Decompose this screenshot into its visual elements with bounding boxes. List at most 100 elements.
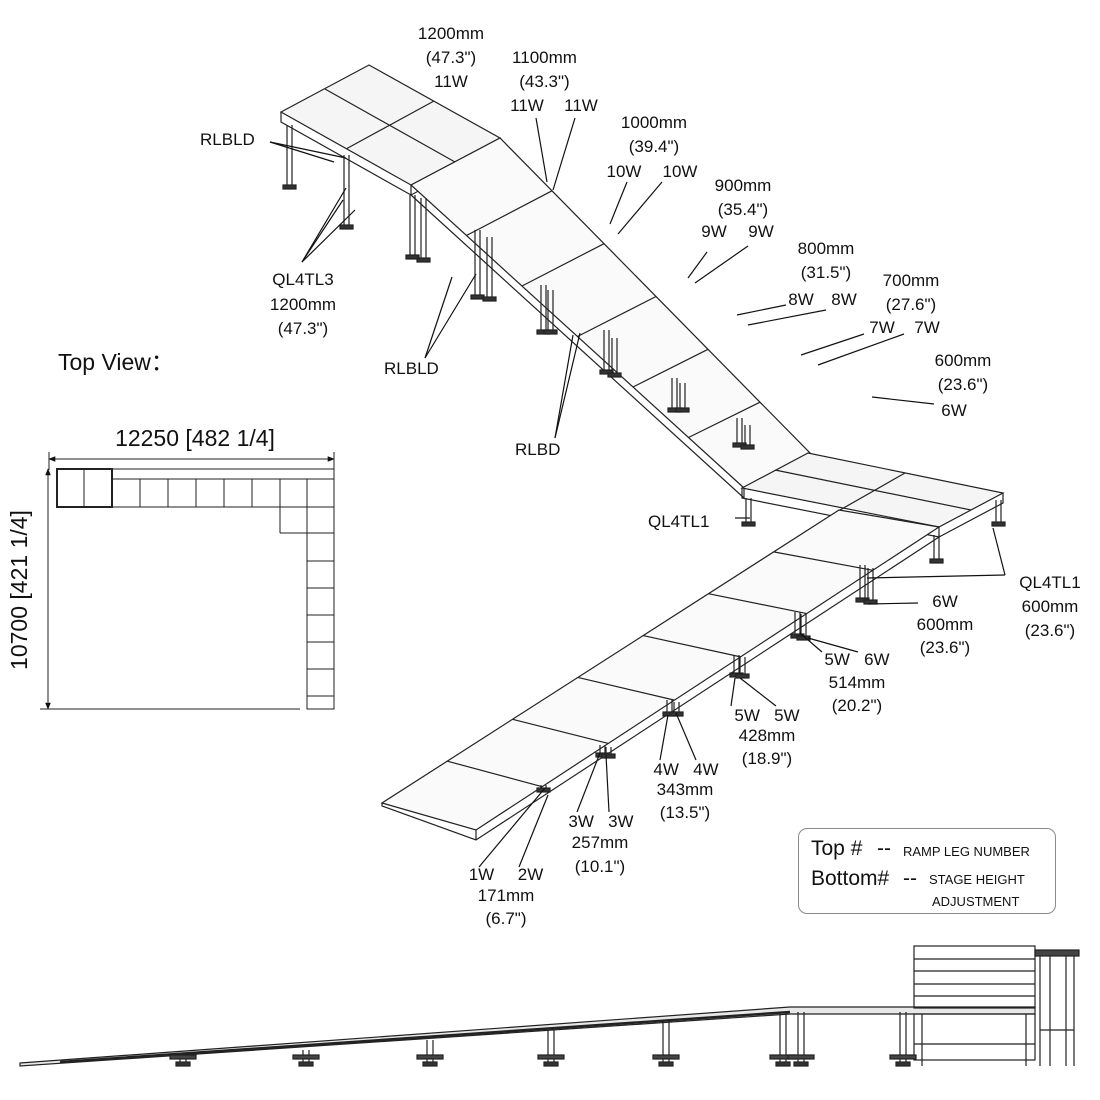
ql4tl3-mm: 1200mm xyxy=(269,295,337,314)
lower-ramp-seam xyxy=(512,718,609,745)
ql4tl1-left-label: QL4TL1 xyxy=(648,512,710,531)
leader-line xyxy=(687,251,708,279)
support-leg xyxy=(543,290,558,335)
ramp-panel-seams xyxy=(447,190,873,788)
leader-line xyxy=(736,304,787,316)
rlbld-mid-label: RLBLD xyxy=(384,359,439,378)
support-leg xyxy=(601,747,616,759)
side-leg xyxy=(787,1012,815,1067)
leader-line xyxy=(535,117,548,183)
leader-line xyxy=(554,334,574,439)
upper-ramp-seam xyxy=(632,348,709,388)
rlbld-top-label: RLBLD xyxy=(200,130,255,149)
height-dimension-label: 10700 [421 1/4] xyxy=(6,510,32,670)
side-leg xyxy=(889,1012,917,1067)
support-leg xyxy=(416,198,431,263)
ql4tl3-label: QL4TL3 xyxy=(272,270,334,289)
leader-line xyxy=(807,637,859,653)
top-view-title: Top View： xyxy=(58,349,174,375)
side-leg xyxy=(292,1050,320,1067)
leader-line xyxy=(799,632,823,653)
leader-line xyxy=(739,677,777,707)
leader-line xyxy=(424,273,477,359)
leader-line xyxy=(866,574,1006,579)
ql4tl1-right-in: (23.6") xyxy=(1024,621,1076,640)
legend-bottom-sep: -- xyxy=(903,867,917,890)
support-leg xyxy=(339,155,354,230)
width-dimension-label: 12250 [482 1/4] xyxy=(115,425,275,451)
leader-line xyxy=(478,787,546,868)
leader-line xyxy=(871,396,935,405)
side-view-legs xyxy=(169,1012,917,1067)
stage-leg-number: 11W xyxy=(434,72,468,91)
ql4tl1-right-mm: 600mm xyxy=(1021,597,1079,616)
support-leg xyxy=(740,425,755,450)
leader-line xyxy=(301,187,347,263)
leader-line xyxy=(518,794,549,868)
support-leg xyxy=(482,237,497,302)
leader-line xyxy=(609,181,628,225)
top-view-plan xyxy=(40,452,335,710)
side-leg xyxy=(537,1030,565,1067)
ql4tl3-in: (47.3") xyxy=(277,319,329,338)
legend-bottom-key: Bottom# xyxy=(811,867,890,890)
stage-height-mm: 1200mm xyxy=(417,24,485,43)
leader-line xyxy=(800,333,865,356)
side-leg xyxy=(416,1040,444,1067)
legend-top-desc: RAMP LEG NUMBER xyxy=(903,844,1030,859)
leader-line xyxy=(269,141,347,159)
lower-ramp-seam xyxy=(577,676,675,701)
upper-ramp-seam xyxy=(521,243,605,287)
side-view xyxy=(19,945,1080,1067)
leader-line xyxy=(576,752,601,813)
upper-ramp-seam xyxy=(688,401,761,439)
plan-right-column xyxy=(306,506,335,710)
lower-ramp-seam xyxy=(643,634,741,658)
leader-line xyxy=(675,712,697,761)
upper-ramp-seam xyxy=(577,295,657,338)
support-leg xyxy=(741,498,756,527)
leader-line xyxy=(747,309,827,326)
ql4tl1-right-label: QL4TL1 xyxy=(1019,573,1081,592)
leader-line xyxy=(730,677,736,707)
leader-line xyxy=(554,332,581,439)
side-upper-stage xyxy=(913,945,1080,1066)
ramp-support-legs xyxy=(282,125,1006,793)
support-leg xyxy=(991,500,1006,527)
plan-width-dimension xyxy=(48,452,335,470)
leader-lines xyxy=(269,117,1006,868)
support-leg xyxy=(675,383,690,413)
leader-line xyxy=(694,245,749,284)
lower-ramp-seam xyxy=(773,551,873,571)
leader-line xyxy=(552,117,576,191)
legend-box: Top # -- RAMP LEG NUMBER Bottom# -- STAG… xyxy=(798,828,1056,914)
leader-line xyxy=(617,181,663,235)
leader-line xyxy=(424,276,453,359)
legend-top-sep: -- xyxy=(877,837,891,860)
support-leg xyxy=(607,338,622,378)
plan-top-row xyxy=(56,468,335,534)
leader-line xyxy=(817,333,905,366)
upper-ramp-seam xyxy=(466,190,553,237)
side-leg xyxy=(652,1020,680,1067)
side-leg xyxy=(169,1054,197,1067)
support-leg xyxy=(735,657,750,679)
plan-height-dimension xyxy=(40,468,300,710)
leader-line xyxy=(269,141,335,163)
lower-ramp-panels xyxy=(380,509,941,841)
rlbd-label: RLBD xyxy=(515,440,561,459)
support-leg xyxy=(599,330,614,375)
leader-line xyxy=(867,602,919,605)
support-leg xyxy=(405,195,420,260)
leader-line xyxy=(992,527,1006,576)
side-leg xyxy=(769,1012,797,1067)
isometric-assembly xyxy=(279,64,1006,841)
legend-bottom-desc-1: STAGE HEIGHT xyxy=(929,872,1025,887)
legend-top-key: Top # xyxy=(811,837,863,860)
legend-bottom-desc-2: ADJUSTMENT xyxy=(932,894,1020,909)
support-leg xyxy=(929,535,944,564)
stage-height-in: (47.3") xyxy=(425,48,477,67)
support-leg xyxy=(282,125,297,190)
lower-ramp-seam xyxy=(447,760,543,788)
